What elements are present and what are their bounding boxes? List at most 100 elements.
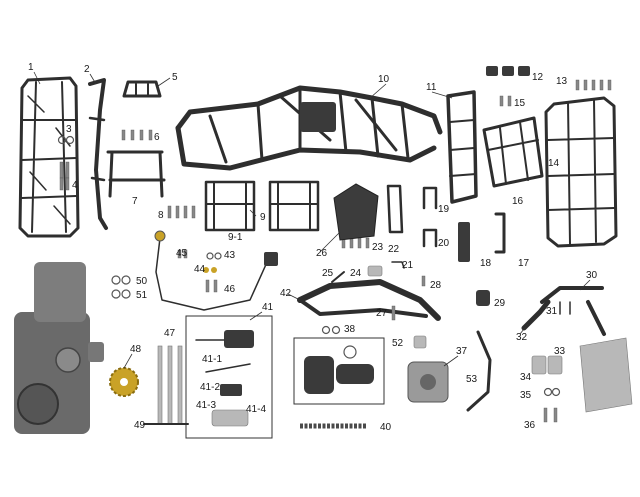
callout-32: 32 [516,332,528,343]
callout-17: 17 [518,258,530,269]
callout-14: 14 [548,158,560,169]
part-18-bracket [458,222,470,262]
part-11-rear-bar [446,90,478,204]
part-3-washers [57,135,75,145]
callout-52: 52 [392,338,404,349]
callout-25: 25 [322,268,334,279]
callout-12: 12 [532,72,544,83]
callout-7: 7 [132,196,138,207]
callout-22: 22 [388,244,400,255]
callout-20: 20 [438,238,450,249]
part-6-bolts [121,129,153,141]
part-21-clip [391,261,405,269]
callout-28: 28 [430,280,442,291]
callout-36: 36 [524,420,536,431]
part-20-bracket [422,228,438,248]
callout-51: 51 [136,290,148,301]
part-2-front-bumper [88,78,108,230]
part-12-rubber-pads [486,66,530,76]
callout-43: 43 [224,250,236,261]
part-32-pipe [521,299,606,336]
callout-46: 46 [224,284,236,295]
part-4-bolts [59,161,70,191]
part-7-support-frame [106,150,166,198]
part-29-mount [476,290,490,306]
callout-38: 38 [344,324,356,335]
part-37-carburetor [407,361,449,403]
part-39-air-filter [293,337,385,405]
part-30-exhaust-bracket [540,286,604,304]
callout-2: 2 [84,64,90,75]
callout-9-1: 9-1 [228,232,243,243]
callout-48: 48 [130,344,142,355]
callout-labels: 1 2 3 4 5 6 7 8 9 9-1 10 11 12 13 14 15 … [28,62,598,433]
part-34-spacers [531,355,563,375]
part-9-mount-plate [268,180,320,232]
part-46-bolts [205,279,218,293]
callout-41-2: 41-2 [200,382,220,393]
callout-19: 19 [438,204,450,215]
part-41-brake-group [185,315,273,439]
callout-13: 13 [556,76,568,87]
callout-42: 42 [280,288,292,299]
part-19-bracket [422,186,438,210]
part-33-muffler [579,337,633,413]
part-35-washers [543,387,561,397]
part-13-bolts [575,79,612,91]
callout-29: 29 [494,298,506,309]
callout-31: 31 [546,306,558,317]
part-44-nuts [203,267,217,273]
part-24-rod [331,271,345,283]
part-25-bushing [367,265,383,277]
callout-10: 10 [378,74,390,85]
callout-40: 40 [380,422,392,433]
part-15-bolts [499,95,512,107]
callout-37: 37 [456,346,468,357]
callout-1: 1 [28,62,34,73]
engine-assembly [14,262,104,434]
callout-26: 26 [316,248,328,259]
part-52-spacer [413,335,427,349]
part-26-skid-plate [333,183,379,241]
callout-3: 3 [66,124,72,135]
callout-47: 47 [164,328,176,339]
part-36-bolts [543,407,558,423]
part-42-swing-arm [297,279,441,321]
callout-5: 5 [172,72,178,83]
callout-24: 24 [350,268,362,279]
part-10-main-frame [175,85,443,171]
part-48-sprocket [109,367,139,397]
part-31-springs [559,301,571,315]
callout-30: 30 [586,270,598,281]
callout-6: 6 [154,132,160,143]
callout-23: 23 [372,242,384,253]
part-51-washers [111,289,131,299]
part-17-bracket [494,212,506,254]
part-38-washers [321,325,341,335]
callout-44: 44 [194,264,206,275]
callout-16: 16 [512,196,524,207]
part-43-washers [206,252,222,260]
part-27-bolt [391,305,396,321]
part-53-throttle-cable [466,330,492,412]
part-22-bracket [386,184,404,234]
part-14-rear-rack [544,96,618,248]
callout-49: 49 [134,420,146,431]
leader-lines [33,71,591,369]
part-8-bolts [167,205,196,219]
callout-18: 18 [480,258,492,269]
part-1-front-rack [18,76,80,238]
part-28-bolt [421,275,426,287]
callout-35: 35 [520,390,532,401]
part-5-bracket [122,80,162,98]
callout-4: 4 [72,180,78,191]
part-47-axle [157,345,183,425]
callout-8: 8 [158,210,164,221]
callout-15: 15 [514,98,526,109]
callout-41: 41 [262,302,274,313]
part-50-washers [111,275,131,285]
callout-53: 53 [466,374,478,385]
callout-27: 27 [376,308,388,319]
callout-41-1: 41-1 [202,354,222,365]
